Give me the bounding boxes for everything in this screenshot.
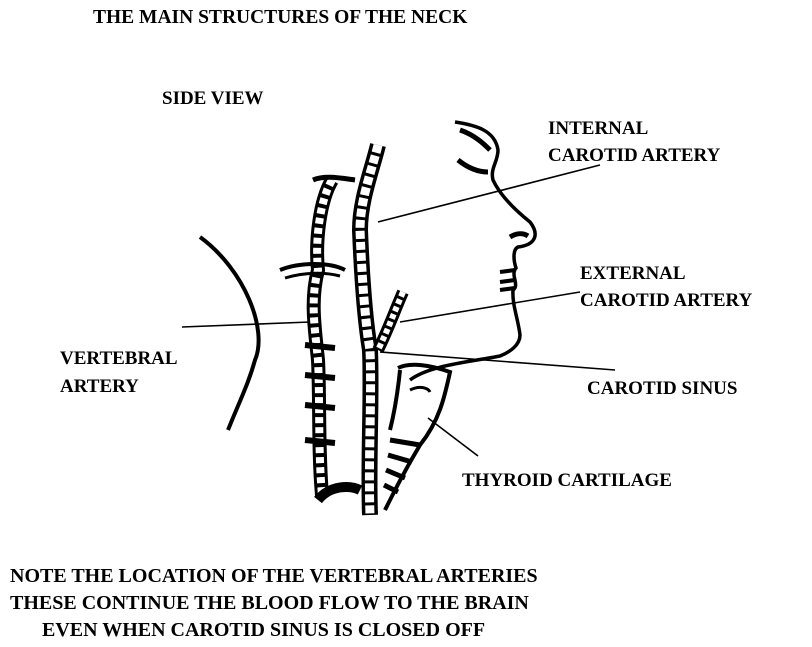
label-thyroid-cartilage: THYROID CARTILAGE — [462, 470, 672, 491]
leader-internal-carotid — [377, 164, 601, 223]
label-external-carotid-line1: EXTERNAL — [580, 263, 686, 284]
label-vertebral-line1: VERTEBRAL — [60, 348, 178, 369]
leader-vertebral — [181, 321, 311, 328]
thyroid-cartilage-drawing — [382, 362, 453, 511]
leader-carotid-sinus — [379, 351, 616, 371]
head-back-outline — [198, 235, 261, 431]
label-external-carotid-line2: CAROTID ARTERY — [580, 290, 753, 311]
leader-external-carotid — [399, 291, 581, 323]
note-line-1: NOTE THE LOCATION OF THE VERTEBRAL ARTER… — [10, 565, 538, 587]
label-internal-carotid-line1: INTERNAL — [548, 118, 649, 139]
leader-lines — [181, 164, 616, 457]
note-line-3: EVEN WHEN CAROTID SINUS IS CLOSED OFF — [42, 619, 486, 641]
label-vertebral-line2: ARTERY — [60, 376, 139, 397]
diagram-title: THE MAIN STRUCTURES OF THE NECK — [93, 7, 468, 28]
face-profile — [408, 120, 537, 382]
vertebral-artery-drawing — [279, 174, 363, 504]
leader-thyroid — [427, 417, 479, 457]
label-carotid-sinus: CAROTID SINUS — [587, 378, 738, 399]
view-label: SIDE VIEW — [162, 88, 264, 109]
note-line-2: THESE CONTINUE THE BLOOD FLOW TO THE BRA… — [10, 592, 529, 614]
common-carotid-drawing — [351, 143, 409, 516]
label-internal-carotid-line2: CAROTID ARTERY — [548, 145, 721, 166]
